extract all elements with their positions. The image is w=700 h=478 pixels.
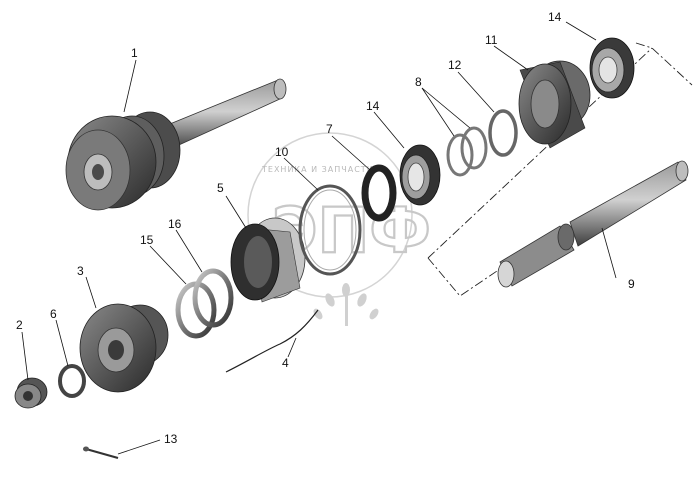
- part-5-cup: [230, 217, 306, 303]
- part-14-bearing-lower: [399, 144, 441, 206]
- callout-7: 7: [326, 122, 333, 136]
- part-14-bearing-upper: [589, 37, 635, 99]
- callout-15: 15: [140, 233, 154, 247]
- callout-4: 4: [282, 356, 289, 370]
- leader-lines: [21, 21, 617, 455]
- callout-10: 10: [275, 145, 289, 159]
- part-10-gasket: [298, 184, 362, 276]
- callout-5: 5: [217, 181, 224, 195]
- callout-14-lower: 14: [366, 99, 380, 113]
- part-4-wire: [225, 309, 319, 373]
- callout-13: 13: [164, 432, 178, 446]
- watermark-ring-text: ТЕХНИКА И ЗАПЧАСТИ: [261, 165, 374, 174]
- part-9-splined-shaft: [497, 160, 689, 288]
- wheat-emblem-icon: [313, 283, 379, 326]
- callout-8: 8: [415, 75, 422, 89]
- part-7-ring: [361, 164, 397, 222]
- part-1-shaft-hub: [65, 78, 287, 211]
- part-3-flange: [79, 303, 169, 393]
- callout-12: 12: [448, 58, 462, 72]
- part-16-ring: [192, 268, 234, 328]
- callout-3: 3: [77, 264, 84, 278]
- part-12-ring: [488, 109, 518, 157]
- part-8-rings: [446, 126, 488, 177]
- callout-9: 9: [628, 277, 635, 291]
- callout-numbers: 1 2 3 4 5 6 7 8 9 10 11 12 13 14 14 15 1…: [16, 10, 635, 446]
- callout-1: 1: [131, 46, 138, 60]
- callout-6: 6: [50, 307, 57, 321]
- callout-14-upper: 14: [548, 10, 562, 24]
- callout-16: 16: [168, 217, 182, 231]
- callout-2: 2: [16, 318, 23, 332]
- part-6-washer: [58, 364, 86, 398]
- part-11-sleeve: [518, 60, 591, 149]
- callout-11: 11: [485, 33, 498, 47]
- part-13-pin: [83, 446, 119, 460]
- part-2-nut: [14, 377, 48, 409]
